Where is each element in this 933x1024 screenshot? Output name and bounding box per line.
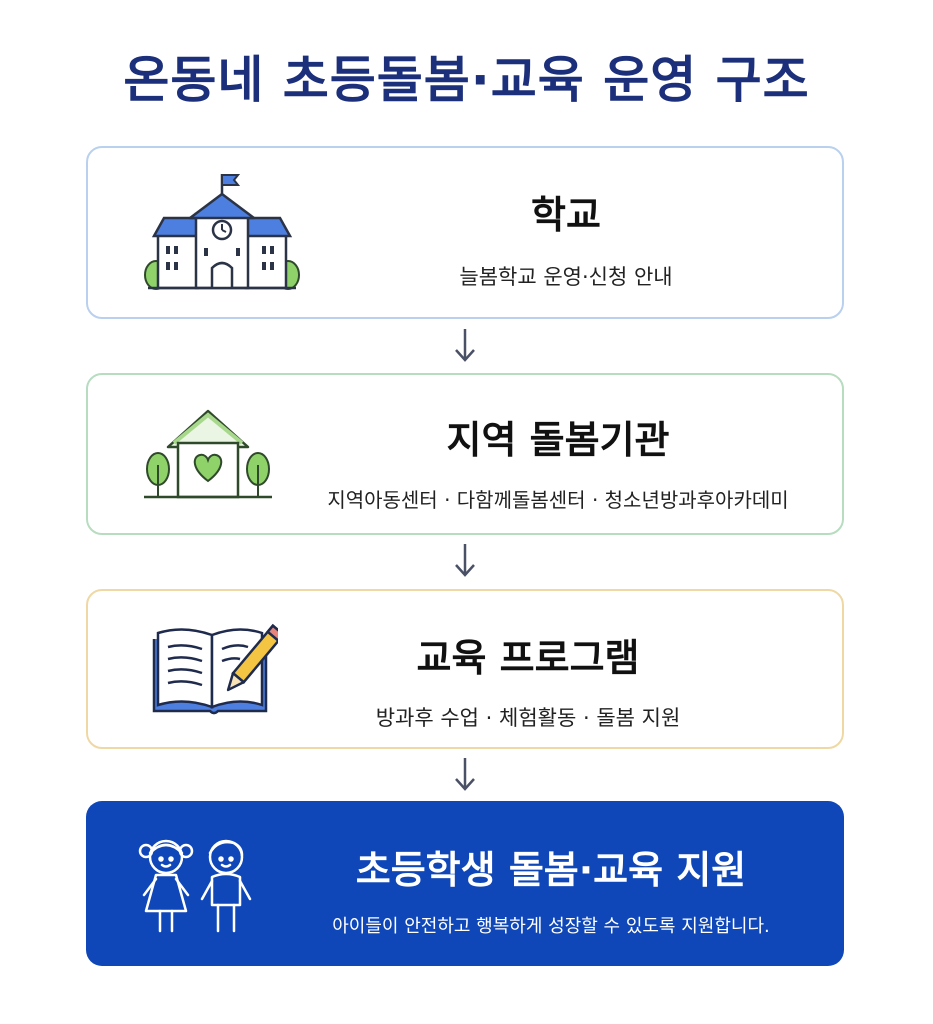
arrow-down-icon xyxy=(455,329,475,362)
node-student-support-title: 초등학생 돌봄·교육 지원 xyxy=(355,848,747,892)
open-book-pencil-icon xyxy=(152,623,278,715)
house-heart-icon xyxy=(144,409,272,499)
node-student-support-subtitle: 아이들이 안전하고 행복하게 성장할 수 있도록 지원합니다. xyxy=(332,916,770,937)
node-education-program: 교육 프로그램 방과후 수업 · 체험활동 · 돌봄 지원 xyxy=(86,589,844,749)
node-education-program-text: 교육 프로그램 방과후 수업 · 체험활동 · 돌봄 지원 xyxy=(288,627,768,732)
node-education-program-title: 교육 프로그램 xyxy=(416,636,640,680)
node-student-support-text: 초등학생 돌봄·교육 지원 아이들이 안전하고 행복하게 성장할 수 있도록 지… xyxy=(276,839,826,938)
node-education-program-subtitle: 방과후 수업 · 체험활동 · 돌봄 지원 xyxy=(375,706,681,730)
node-school-text: 학교 늘봄학교 운영·신청 안내 xyxy=(328,184,804,291)
node-student-support: 초등학생 돌봄·교육 지원 아이들이 안전하고 행복하게 성장할 수 있도록 지… xyxy=(86,801,844,966)
node-school-subtitle: 늘봄학교 운영·신청 안내 xyxy=(459,265,673,289)
arrow-down-icon xyxy=(455,544,475,577)
node-local-care-title: 지역 돌봄기관 xyxy=(446,418,670,462)
node-local-care: 지역 돌봄기관 지역아동센터 · 다함께돌봄센터 · 청소년방과후아카데미 xyxy=(86,373,844,535)
node-school-title: 학교 xyxy=(531,193,601,237)
children-icon xyxy=(138,839,252,933)
page-title: 온동네 초등돌봄·교육 운영 구조 xyxy=(123,51,810,109)
node-school: 학교 늘봄학교 운영·신청 안내 xyxy=(86,146,844,319)
node-local-care-subtitle: 지역아동센터 · 다함께돌봄센터 · 청소년방과후아카데미 xyxy=(327,488,789,512)
school-building-icon xyxy=(144,174,300,290)
arrow-down-icon xyxy=(455,758,475,791)
node-local-care-text: 지역 돌봄기관 지역아동센터 · 다함께돌봄센터 · 청소년방과후아카데미 xyxy=(288,409,828,513)
